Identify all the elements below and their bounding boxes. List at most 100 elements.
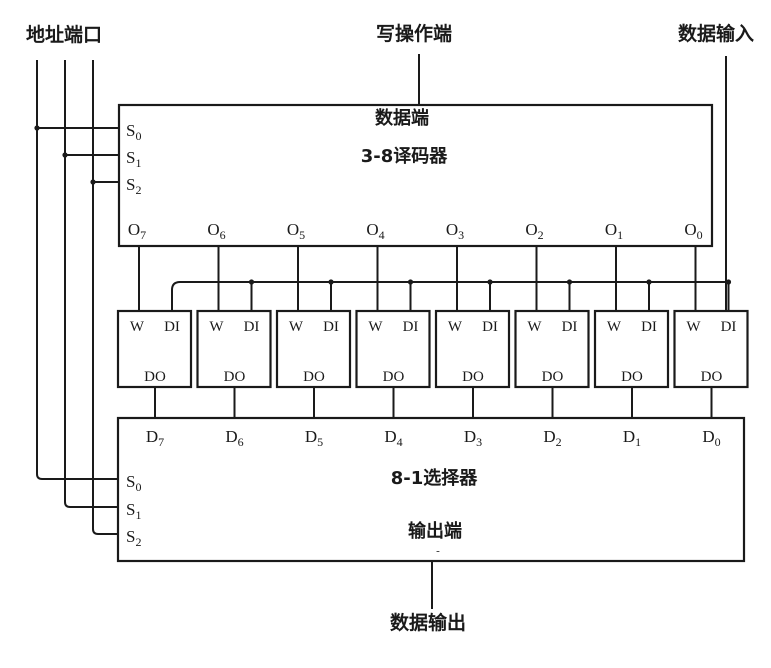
cell-write-label: W — [607, 319, 622, 335]
decoder-output-o3-subscript: 3 — [458, 228, 464, 242]
decoder-select-s1-subscript: 1 — [135, 156, 141, 170]
junction-dot — [90, 179, 96, 185]
cell-write-label: W — [527, 319, 542, 335]
data-input-label: 数据输入 — [678, 22, 754, 45]
data-bus — [171, 281, 727, 312]
cell-write-label: W — [289, 319, 304, 335]
memory-cell-box — [275, 309, 352, 389]
junction-dot — [725, 279, 732, 285]
selector-input-d4-subscript: 4 — [397, 435, 403, 449]
cell-write-label: W — [209, 319, 224, 335]
decoder-name-label: 3-8译码器 — [361, 146, 449, 167]
memory-cell-box — [514, 309, 590, 389]
cell-data-in-label: DI — [164, 319, 180, 335]
junction-dot — [328, 279, 334, 285]
cell-data-in-label: DI — [244, 319, 260, 335]
address-line-s0 — [36, 60, 119, 480]
decoder-output-o7-base: O — [128, 220, 140, 239]
junction-dot — [407, 279, 414, 285]
decoder-box — [117, 103, 714, 248]
selector-select-s2-base: S — [126, 527, 135, 546]
cell-data-in-label: DI — [641, 319, 657, 335]
junction-dot — [487, 279, 493, 285]
decoder-output-o2: O2 — [525, 220, 543, 242]
selector-select-s0: S0 — [126, 472, 141, 494]
decoder-select-s0: S0 — [126, 121, 141, 143]
decoder-output-o1-subscript: 1 — [617, 228, 623, 242]
decoder-output-o6: O6 — [207, 220, 225, 242]
cell-write-label: W — [130, 319, 145, 335]
decoder-select-s2-base: S — [126, 175, 135, 194]
decoder-output-o5: O5 — [287, 220, 305, 242]
decoder-select-s1: S1 — [126, 148, 141, 170]
decoder-output-o5-base: O — [287, 220, 299, 239]
decoder-output-o4-subscript: 4 — [379, 228, 385, 242]
data-output-label: 数据输出 — [390, 611, 466, 634]
selector-input-d5-subscript: 5 — [317, 435, 323, 449]
selector-input-d4: D4 — [384, 427, 402, 449]
selector-input-d3: D3 — [464, 427, 482, 449]
memory-cell-box — [593, 309, 670, 389]
selector-select-s2-subscript: 2 — [135, 535, 141, 549]
selector-input-d0-base: D — [702, 427, 714, 446]
decoder-output-o2-base: O — [525, 220, 537, 239]
memory-cell-box — [434, 309, 511, 389]
cell-data-out-label: DO — [383, 369, 405, 385]
selector-output-port-label: 输出端 — [408, 520, 462, 542]
selector-input-d0: D0 — [702, 427, 720, 449]
selector-select-s0-base: S — [126, 472, 135, 491]
selector-input-d2: D2 — [543, 427, 561, 449]
decoder-select-s0-base: S — [126, 121, 135, 140]
memory-cell: W DI DO — [593, 309, 670, 389]
selector-select-s0-subscript: 0 — [135, 480, 141, 494]
selector-name-label: 8-1选择器 — [391, 467, 479, 489]
selector-input-d3-subscript: 3 — [476, 435, 482, 449]
cell-data-out-label: DO — [701, 369, 723, 385]
memory-cell-box — [355, 309, 431, 389]
decoder-data-port-label: 数据端 — [375, 107, 429, 129]
selector-input-d4-base: D — [384, 427, 396, 446]
selector-select-s1: S1 — [126, 500, 141, 522]
decoder-select-s1-base: S — [126, 148, 135, 167]
decoder-select-s0-subscript: 0 — [135, 129, 141, 143]
memory-cell-box — [196, 309, 272, 389]
selector-input-d1-base: D — [623, 427, 635, 446]
address-line-s1 — [64, 60, 119, 508]
decoder-output-o6-base: O — [207, 220, 219, 239]
junction-dot — [34, 125, 40, 131]
selector-input-d0-subscript: 0 — [715, 435, 721, 449]
decoder-output-o0-subscript: 0 — [697, 228, 703, 242]
decoder-output-o3-base: O — [446, 220, 458, 239]
decoder-select-s2-subscript: 2 — [135, 183, 141, 197]
cell-data-in-label: DI — [562, 319, 578, 335]
wiring — [138, 245, 732, 419]
cell-data-out-label: DO — [621, 369, 643, 385]
selector-input-d5: D5 — [305, 427, 323, 449]
selector-select-s2: S2 — [126, 527, 141, 549]
selector-input-d5-base: D — [305, 427, 317, 446]
decoder-output-o0: O0 — [684, 220, 702, 242]
selector-input-d1-subscript: 1 — [635, 435, 641, 449]
junction-dot — [566, 279, 573, 285]
selector-select-s1-base: S — [126, 500, 135, 519]
memory-cell-box — [673, 309, 749, 389]
write-port-label: 写操作端 — [376, 22, 452, 45]
cell-data-out-label: DO — [144, 369, 166, 385]
cell-data-in-label: DI — [482, 319, 498, 335]
decoder-output-o3: O3 — [446, 220, 464, 242]
decoder-output-o6-subscript: 6 — [220, 228, 226, 242]
selector-input-d2-base: D — [543, 427, 555, 446]
selector-input-d7-base: D — [146, 427, 158, 446]
selector-input-d7: D7 — [146, 427, 164, 449]
selector-input-d6-base: D — [225, 427, 237, 446]
